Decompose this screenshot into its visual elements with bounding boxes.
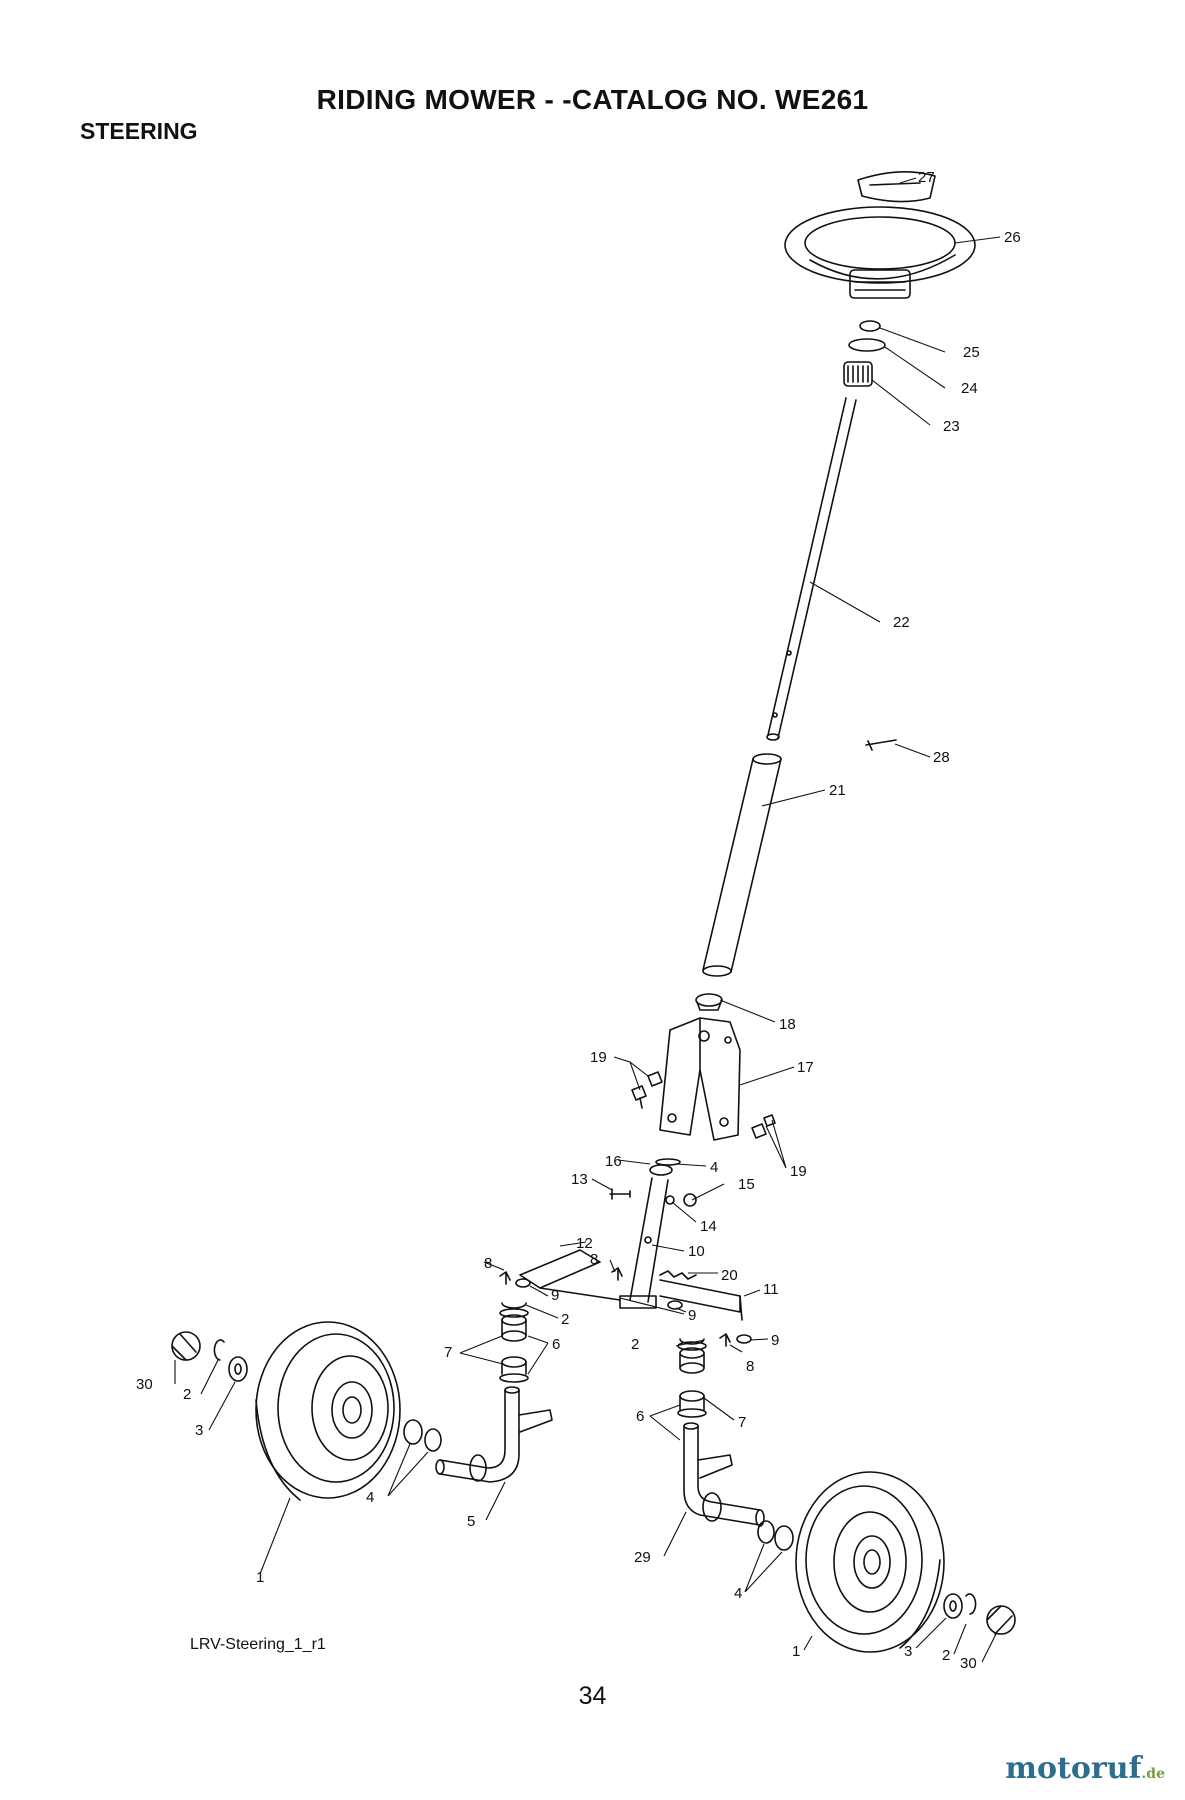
label-25: 25: [963, 344, 980, 361]
part-27-horn-cap: [857, 171, 936, 203]
part-23-bushing: [843, 361, 873, 387]
label-27: 27: [918, 169, 935, 186]
label-2-wheel-left: 2: [183, 1386, 191, 1403]
label-23: 23: [943, 418, 960, 435]
label-2-right: 2: [631, 1336, 639, 1353]
label-1-left: 1: [256, 1569, 264, 1586]
label-3-right: 3: [904, 1643, 912, 1660]
part-3-washer-left: [228, 1356, 248, 1382]
watermark-logo: motoruf.de: [1005, 1751, 1165, 1786]
label-4-right: 4: [734, 1585, 742, 1602]
part-2-clip-wheel-right: [965, 1593, 977, 1615]
part-12-drag-link: [519, 1249, 621, 1301]
label-11: 11: [763, 1281, 779, 1298]
section-title: STEERING: [80, 118, 198, 144]
part-11-drag-link: [659, 1279, 743, 1321]
part-17-bracket: [659, 1017, 741, 1141]
part-4-washers-right: [757, 1520, 794, 1551]
label-6-right: 6: [636, 1408, 644, 1425]
part-5-spindle-left: [435, 1386, 553, 1483]
drawing-reference: LRV-Steering_1_r1: [190, 1636, 326, 1653]
label-9-mid: 9: [688, 1307, 696, 1324]
label-19-right: 19: [790, 1163, 807, 1180]
label-10: 10: [688, 1243, 705, 1260]
label-15: 15: [738, 1176, 755, 1193]
label-16: 16: [605, 1153, 622, 1170]
part-14-nut: [665, 1195, 675, 1205]
label-17: 17: [797, 1059, 814, 1076]
label-20: 20: [721, 1267, 738, 1284]
label-6-left: 6: [552, 1336, 560, 1353]
part-28-pin: [865, 739, 897, 751]
page-title: RIDING MOWER - -CATALOG NO. WE261: [316, 84, 869, 115]
part-24-washer: [848, 338, 886, 352]
label-26: 26: [1004, 229, 1021, 246]
label-28: 28: [933, 749, 950, 766]
label-1-right: 1: [792, 1643, 800, 1660]
part-20-spring: [659, 1270, 697, 1280]
label-5: 5: [467, 1513, 475, 1530]
label-24: 24: [961, 380, 978, 397]
label-29: 29: [634, 1549, 651, 1566]
part-21-column-tube: [702, 753, 782, 977]
label-4-top: 4: [710, 1159, 718, 1176]
part-19-bolts: [631, 1071, 776, 1139]
part-15-nut: [683, 1193, 697, 1207]
part-30-cap-right: [986, 1605, 1016, 1635]
part-22-steering-shaft: [766, 397, 857, 741]
part-2-clip-left: [501, 1302, 527, 1309]
label-3-left: 3: [195, 1422, 203, 1439]
part-1-wheel-left: [255, 1321, 401, 1501]
part-9-washers: [515, 1278, 752, 1344]
label-2-wheel-right: 2: [942, 1647, 950, 1664]
part-6-washers-left: [499, 1308, 529, 1383]
label-21: 21: [829, 782, 846, 799]
label-13: 13: [571, 1171, 588, 1188]
label-7-right: 7: [738, 1414, 746, 1431]
label-8-right: 8: [746, 1358, 754, 1375]
part-7-bushings-left: [501, 1314, 527, 1375]
part-18-bushing: [695, 993, 723, 1011]
label-8-mid: 8: [590, 1251, 598, 1268]
part-10-steering-post: [619, 1177, 669, 1309]
label-30-left: 30: [136, 1376, 153, 1393]
label-19-left: 19: [590, 1049, 607, 1066]
label-30-right: 30: [960, 1655, 977, 1672]
page-number: 34: [578, 1682, 607, 1710]
label-12: 12: [576, 1235, 593, 1252]
part-25-nut: [859, 320, 881, 332]
part-7-bushings-right: [679, 1347, 705, 1411]
watermark-tld: .de: [1141, 1766, 1165, 1782]
part-2-clip-wheel-left: [213, 1339, 225, 1361]
label-9-left: 9: [551, 1287, 559, 1304]
part-13-bolt: [609, 1188, 631, 1200]
label-9-right: 9: [771, 1332, 779, 1349]
watermark-main: motoruf: [1005, 1751, 1142, 1786]
part-30-cap-left: [171, 1331, 201, 1361]
part-3-washer-right: [943, 1593, 963, 1619]
part-4-washers-left: [403, 1419, 442, 1452]
label-14: 14: [700, 1218, 717, 1235]
label-8-left: 8: [484, 1255, 492, 1272]
part-1-wheel-right: [795, 1471, 945, 1653]
label-7-left: 7: [444, 1344, 452, 1361]
part-26-steering-wheel: [784, 206, 976, 299]
part-6-washers-right: [677, 1341, 707, 1418]
part-16-bushing: [649, 1164, 673, 1176]
label-22: 22: [893, 614, 910, 631]
part-4-washer-top: [655, 1158, 681, 1166]
label-2-left: 2: [561, 1311, 569, 1328]
label-18: 18: [779, 1016, 796, 1033]
part-29-spindle-right: [683, 1422, 765, 1527]
part-2-clip-right: [679, 1338, 705, 1345]
label-4-left: 4: [366, 1489, 374, 1506]
